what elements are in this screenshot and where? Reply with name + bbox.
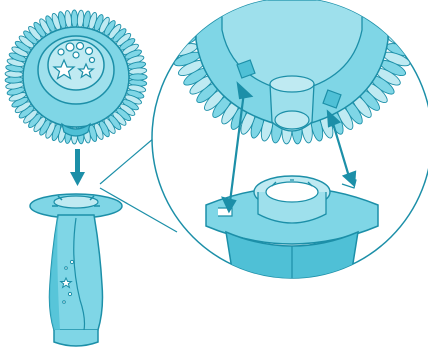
zoom-cap-post-end [275, 111, 309, 129]
down-arrow-icon [70, 149, 85, 186]
dot-icon [63, 301, 66, 304]
zoom-callout [152, 0, 428, 282]
dot-icon [70, 260, 73, 263]
rib [71, 10, 78, 28]
bubble-icon [58, 49, 64, 55]
dot-icon [65, 267, 68, 270]
rib [388, 0, 417, 8]
zoom-cap-post-top [270, 76, 314, 92]
cap-lens [48, 40, 104, 90]
handle [30, 194, 122, 346]
rib [166, 15, 194, 25]
rib [389, 5, 418, 17]
bubble-icon [90, 58, 95, 63]
rib [166, 5, 195, 17]
bubble-icon [86, 48, 93, 55]
bubble-icon [77, 43, 84, 50]
rib [390, 15, 418, 25]
dot-icon [68, 292, 71, 295]
rib [166, 24, 195, 37]
rib [167, 0, 196, 8]
bubble-icon [66, 43, 74, 51]
bubble-icon [73, 52, 79, 58]
dome-cap [5, 10, 147, 144]
rib [389, 24, 418, 37]
rib [129, 74, 147, 80]
handle-base [54, 330, 98, 346]
